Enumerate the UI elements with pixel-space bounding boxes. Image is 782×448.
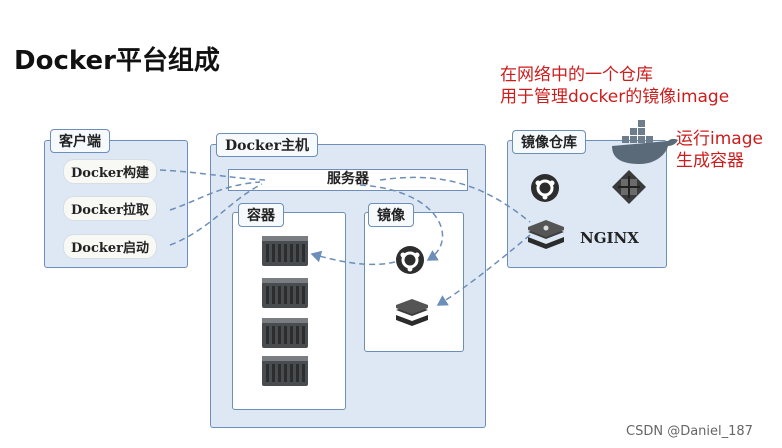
docker-whale-icon	[612, 120, 678, 164]
container-icon	[262, 318, 308, 348]
page-title: Docker平台组成	[14, 46, 220, 76]
registry-to-image-arrow	[436, 234, 531, 306]
ubuntu-icon	[531, 174, 559, 202]
docker-run-item: Docker启动	[64, 235, 156, 258]
registry-label: 镜像仓库	[512, 130, 586, 154]
run-note-line1: 运行image	[676, 129, 763, 149]
container-icon	[262, 356, 308, 386]
client-to-server-arrow	[159, 169, 266, 181]
run-arrow	[169, 183, 263, 246]
container-icon	[262, 236, 308, 266]
docker-host-label: Docker主机	[216, 133, 318, 157]
images-label: 镜像	[368, 203, 414, 227]
docker-pull-item: Docker拉取	[64, 197, 156, 220]
redis-image-icon	[396, 299, 428, 326]
run-note-line2: 生成容器	[676, 151, 744, 171]
containers-label: 容器	[238, 203, 284, 227]
redis-icon	[528, 220, 564, 249]
registry-note: 在网络中的一个仓库 用于管理docker的镜像image	[500, 64, 729, 108]
container-icon	[262, 278, 308, 308]
image-to-container-arrow	[310, 250, 396, 266]
server-to-registry-arrow	[379, 176, 531, 223]
ubuntu-image-icon	[396, 246, 424, 274]
registry-note-line1: 在网络中的一个仓库	[500, 65, 653, 85]
server-bar: 服务器	[228, 169, 468, 191]
watermark: CSDN @Daniel_187	[626, 424, 753, 439]
client-label: 客户端	[50, 129, 110, 153]
images-box	[364, 212, 464, 352]
nginx-label: NGINX	[580, 229, 639, 247]
centos-icon	[612, 170, 646, 204]
pull-arrow	[169, 181, 261, 211]
registry-note-line2: 用于管理docker的镜像image	[500, 87, 730, 107]
server-to-image-arrow	[359, 184, 444, 261]
run-note: 运行image 生成容器	[676, 128, 763, 172]
docker-build-item: Docker构建	[64, 160, 156, 183]
